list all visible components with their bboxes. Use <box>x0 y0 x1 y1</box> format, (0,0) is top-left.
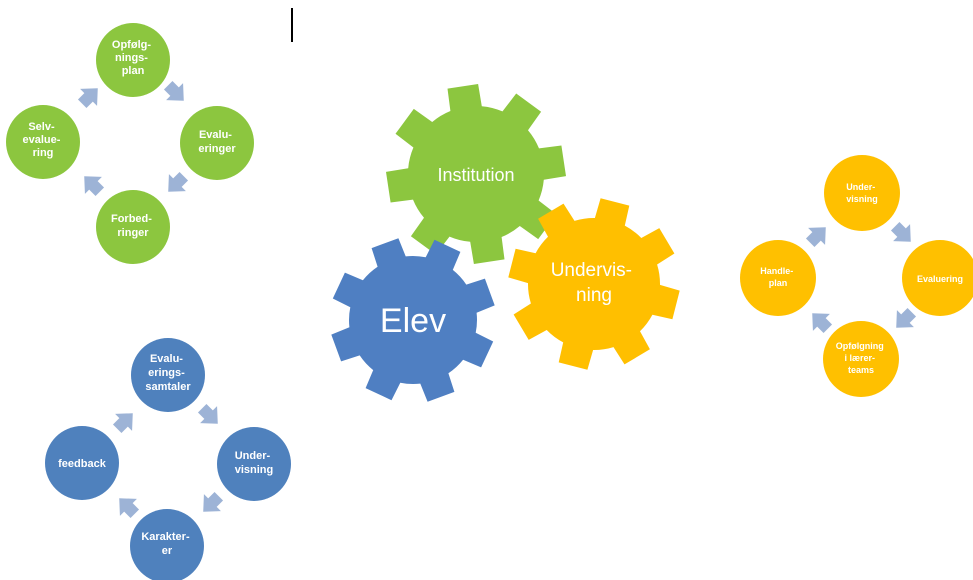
arrow-icon <box>168 171 189 192</box>
green-right-circle <box>180 106 254 180</box>
blue-cycle: Evalu- erings- samtaler Under- visning K… <box>45 338 291 580</box>
svg-text:Handle- plan: Handle- plan <box>760 266 796 288</box>
blue-right-line-1: Under- <box>235 450 271 462</box>
blue-top-circle <box>131 338 205 412</box>
arrow-icon <box>119 498 140 519</box>
arrow-icon <box>163 80 184 101</box>
undervisning-gear-line-2: ning <box>576 285 612 306</box>
svg-text:Karakter- er: Karakter- er <box>141 531 192 557</box>
elev-gear-shape <box>331 238 495 402</box>
svg-text:Institution: Institution <box>437 165 514 185</box>
svg-text:Evalu- eringer: Evalu- eringer <box>198 129 236 155</box>
undervisning-gear: Undervis- ning <box>508 198 680 370</box>
institution-gear-label: Institution <box>437 165 514 185</box>
green-bottom-line-1: Forbed- <box>111 213 152 225</box>
green-top-circle <box>96 23 170 97</box>
blue-top-line-3: samtaler <box>145 381 191 393</box>
svg-text:Opfølgning i lærer-: Opfølgning i lærer- teams <box>836 341 887 375</box>
institution-gear: Institution <box>386 84 566 264</box>
orange-bottom-line-2: i lærer- <box>844 353 875 363</box>
orange-right-line-1: Evaluering <box>917 274 963 284</box>
orange-top-line-1: Under- <box>846 182 875 192</box>
arrow-icon <box>203 491 224 512</box>
arrow-icon <box>805 227 826 248</box>
orange-top-line-2: visning <box>846 194 878 204</box>
svg-text:Opfølg- nings-: Opfølg- nings- plan <box>112 39 154 77</box>
undervisning-gear-line-1: Undervis- <box>551 260 632 281</box>
undervisning-gear-shape <box>508 198 680 370</box>
blue-left-line-1: feedback <box>58 458 107 470</box>
green-cycle: Opfølg- nings- plan Evalu- eringer Forbe… <box>6 23 254 264</box>
green-top-line-1: Opfølg- <box>112 39 151 51</box>
green-top-line-2: nings- <box>115 52 148 64</box>
arrow-icon <box>77 88 98 109</box>
blue-bottom-line-1: Karakter- <box>141 531 190 543</box>
green-right-line-1: Evalu- <box>199 129 232 141</box>
svg-text:Under- visning: Under- visning <box>846 182 878 204</box>
svg-text:Elev: Elev <box>380 302 446 340</box>
orange-bottom-line-1: Opfølgning <box>836 341 884 351</box>
arrow-icon <box>896 307 917 328</box>
green-left-line-3: ring <box>33 147 54 159</box>
green-top-line-3: plan <box>122 65 145 77</box>
institution-gear-shape <box>386 84 566 264</box>
blue-cycle-bottom-node: Karakter- er <box>130 509 204 580</box>
orange-left-circle <box>740 240 816 316</box>
orange-bottom-circle <box>823 321 899 397</box>
orange-top-circle <box>824 155 900 231</box>
green-cycle-left-node: Selv- evalue- ring <box>6 105 80 179</box>
orange-cycle-right-node: Evaluering <box>902 240 973 316</box>
blue-top-line-2: erings- <box>148 367 185 379</box>
blue-bottom-circle <box>130 509 204 580</box>
green-left-circle <box>6 105 80 179</box>
green-bottom-circle <box>96 190 170 264</box>
svg-text:Evalu- erings-: Evalu- erings- samtaler <box>145 353 191 393</box>
gears-group: Institution Undervis- ning Elev <box>331 84 680 402</box>
green-right-line-2: eringer <box>198 143 236 155</box>
elev-gear-label: Elev <box>380 302 446 340</box>
svg-text:Evaluering: Evaluering <box>917 274 963 284</box>
orange-cycle-bottom-node: Opfølgning i lærer- teams <box>823 321 899 397</box>
svg-text:Selv- evalue-: Selv- evalue- ring <box>23 121 64 159</box>
svg-text:Forbed- ringer: Forbed- ringer <box>111 213 155 239</box>
green-left-line-2: evalue- <box>23 134 61 146</box>
green-cycle-top-node: Opfølg- nings- plan <box>96 23 170 97</box>
svg-text:feedback: feedback <box>58 458 107 470</box>
green-cycle-right-node: Evalu- eringer <box>180 106 254 180</box>
svg-text:Under- visning: Under- visning <box>235 450 274 476</box>
orange-left-line-2: plan <box>769 278 788 288</box>
blue-cycle-left-node: feedback <box>45 426 119 500</box>
blue-right-circle <box>217 427 291 501</box>
green-bottom-line-2: ringer <box>117 227 149 239</box>
elev-gear: Elev <box>331 238 495 402</box>
orange-left-line-1: Handle- <box>760 266 793 276</box>
blue-left-circle <box>45 426 119 500</box>
blue-bottom-line-2: er <box>162 545 173 557</box>
arrow-icon <box>812 313 833 334</box>
green-cycle-bottom-node: Forbed- ringer <box>96 190 170 264</box>
arrow-icon <box>112 413 133 434</box>
blue-cycle-top-node: Evalu- erings- samtaler <box>131 338 205 412</box>
orange-cycle: Under- visning Evaluering Opfølgning i l… <box>740 155 973 397</box>
orange-cycle-left-node: Handle- plan <box>740 240 816 316</box>
arrow-icon <box>84 176 105 197</box>
orange-cycle-top-node: Under- visning <box>824 155 900 231</box>
arrow-icon <box>197 403 218 424</box>
arrow-icon <box>890 221 911 242</box>
svg-text:Undervis- ning: Undervis- ning <box>551 260 638 306</box>
blue-cycle-right-node: Under- visning <box>217 427 291 501</box>
orange-right-circle <box>902 240 973 316</box>
orange-bottom-line-3: teams <box>848 365 874 375</box>
blue-right-line-2: visning <box>235 464 274 476</box>
blue-top-line-1: Evalu- <box>150 353 183 365</box>
green-left-line-1: Selv- <box>28 121 55 133</box>
